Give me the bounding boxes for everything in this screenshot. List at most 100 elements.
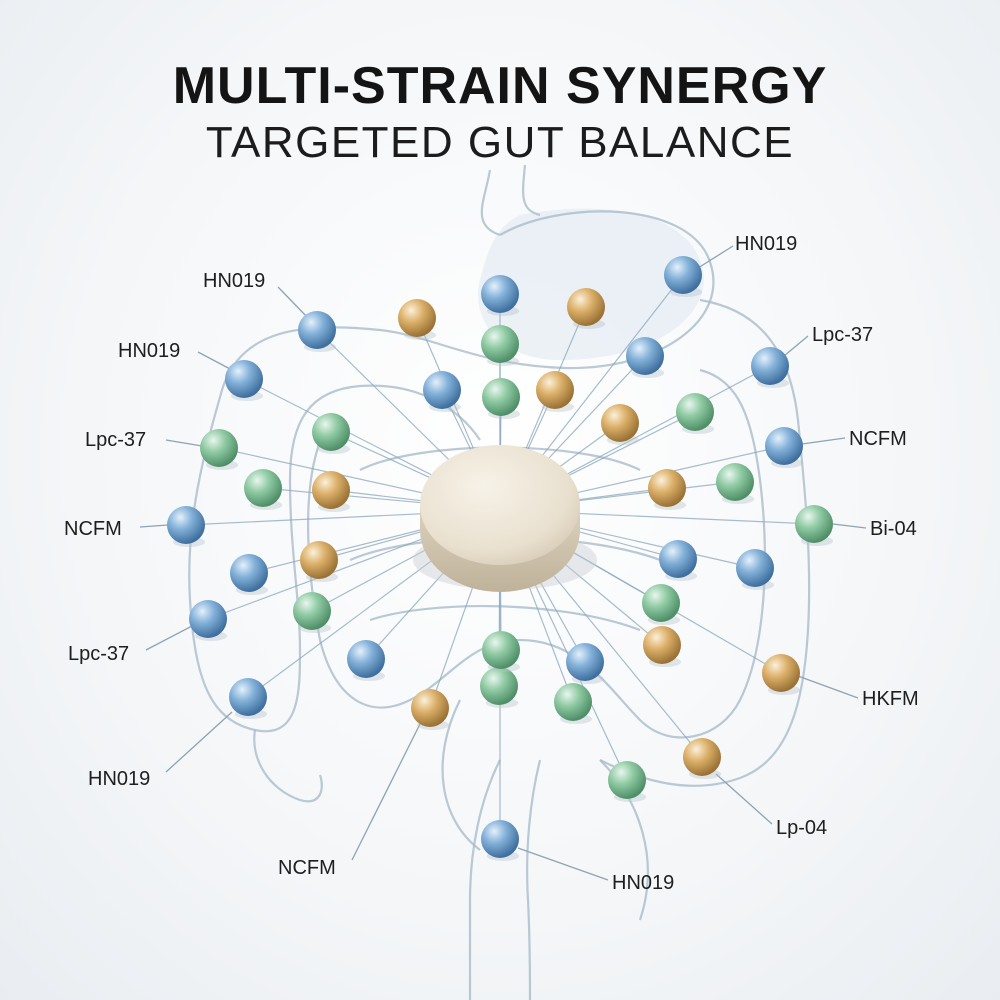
probiotic-sphere-amber — [601, 404, 640, 445]
probiotic-sphere-blue — [664, 256, 703, 297]
strain-label: HN019 — [118, 340, 180, 362]
sphere-body — [642, 584, 680, 622]
label-leader-lines — [139, 245, 867, 881]
probiotic-sphere-amber — [762, 654, 801, 695]
sphere-body — [762, 654, 800, 692]
sphere-body — [167, 506, 205, 544]
sphere-body — [601, 404, 639, 442]
probiotic-sphere-green — [554, 683, 593, 724]
sphere-body — [398, 299, 436, 337]
sphere-body — [751, 347, 789, 385]
sphere-body — [312, 413, 350, 451]
probiotic-sphere-green — [481, 325, 520, 366]
probiotic-sphere-amber — [536, 371, 575, 412]
probiotic-sphere-blue — [481, 275, 520, 316]
sphere-body — [659, 540, 697, 578]
probiotic-sphere-amber — [398, 299, 437, 340]
probiotic-sphere-green — [293, 592, 332, 633]
stomach-outline — [379, 210, 715, 370]
strain-label: HKFM — [862, 688, 919, 710]
strain-label: HN019 — [203, 270, 265, 292]
sphere-body — [736, 549, 774, 587]
probiotic-sphere-blue — [481, 820, 520, 861]
sphere-body — [481, 275, 519, 313]
sphere-body — [643, 626, 681, 664]
strain-leader-line — [801, 437, 846, 445]
probiotic-sphere-blue — [189, 600, 228, 641]
probiotic-sphere-blue — [347, 640, 386, 681]
strain-label: HN019 — [88, 768, 150, 790]
strain-leader-line — [517, 847, 609, 881]
tablet-top — [420, 445, 580, 565]
colon-outer-outline — [188, 326, 481, 733]
probiotic-sphere-blue — [298, 311, 337, 352]
probiotic-sphere-green — [676, 393, 715, 434]
sphere-body — [189, 600, 227, 638]
sphere-body — [683, 738, 721, 776]
sphere-body — [293, 592, 331, 630]
sphere-body — [482, 631, 520, 669]
strain-leader-line — [139, 524, 169, 528]
page-title: MULTI-STRAIN SYNERGY — [172, 57, 828, 115]
strain-leader-line — [277, 286, 311, 321]
probiotic-sphere-blue — [751, 347, 790, 388]
sphere-body — [795, 505, 833, 543]
strain-leader-line — [197, 351, 233, 371]
probiotic-sphere-green — [608, 761, 647, 802]
strain-label: NCFM — [849, 428, 907, 450]
probiotic-sphere-amber — [648, 469, 687, 510]
probiotic-sphere-green — [482, 378, 521, 419]
probiotic-sphere-green — [642, 584, 681, 625]
sphere-body — [481, 820, 519, 858]
sphere-body — [229, 678, 267, 716]
probiotic-sphere-blue — [659, 540, 698, 581]
sphere-body — [716, 463, 754, 501]
probiotic-sphere-blue — [626, 337, 665, 378]
sphere-body — [411, 689, 449, 727]
sphere-body — [347, 640, 385, 678]
sphere-body — [200, 429, 238, 467]
sphere-body — [536, 371, 574, 409]
strain-leader-line — [697, 245, 734, 269]
page-subtitle: TARGETED GUT BALANCE — [205, 118, 795, 167]
sphere-body — [298, 311, 336, 349]
strain-leader-line — [797, 675, 859, 699]
sphere-body — [765, 427, 803, 465]
sphere-body — [423, 371, 461, 409]
strain-leader-line — [832, 523, 867, 529]
probiotic-sphere-blue — [736, 549, 775, 590]
strain-label: HN019 — [735, 233, 797, 255]
probiotic-sphere-amber — [312, 471, 351, 512]
sphere-body — [482, 378, 520, 416]
sphere-body — [664, 256, 702, 294]
sphere-body — [244, 469, 282, 507]
sphere-body — [554, 683, 592, 721]
strain-label: Bi-04 — [870, 518, 917, 540]
strain-labels: HN019HN019HN019Lpc-37Lpc-37NCFMNCFMBi-04… — [64, 233, 919, 894]
sphere-body — [608, 761, 646, 799]
stomach-shape — [478, 208, 704, 360]
probiotic-sphere-green — [312, 413, 351, 454]
strain-leader-line — [165, 711, 233, 773]
probiotic-spheres — [167, 256, 834, 861]
sphere-body — [230, 554, 268, 592]
sphere-body — [567, 288, 605, 326]
strain-leader-line — [165, 439, 203, 447]
sphere-body — [225, 360, 263, 398]
probiotic-sphere-green — [480, 667, 519, 708]
sphere-body — [676, 393, 714, 431]
strain-leader-line — [715, 773, 773, 825]
probiotic-sphere-green — [482, 631, 521, 672]
appendix-outline — [253, 729, 323, 803]
probiotic-sphere-amber — [300, 541, 339, 582]
strain-label: Lp-04 — [776, 817, 827, 839]
probiotic-tablet — [413, 445, 597, 592]
strain-label: HN019 — [612, 872, 674, 894]
sphere-body — [481, 325, 519, 363]
probiotic-sphere-blue — [229, 678, 268, 719]
strain-label: Lpc-37 — [68, 643, 129, 665]
sphere-body — [648, 469, 686, 507]
sphere-body — [300, 541, 338, 579]
